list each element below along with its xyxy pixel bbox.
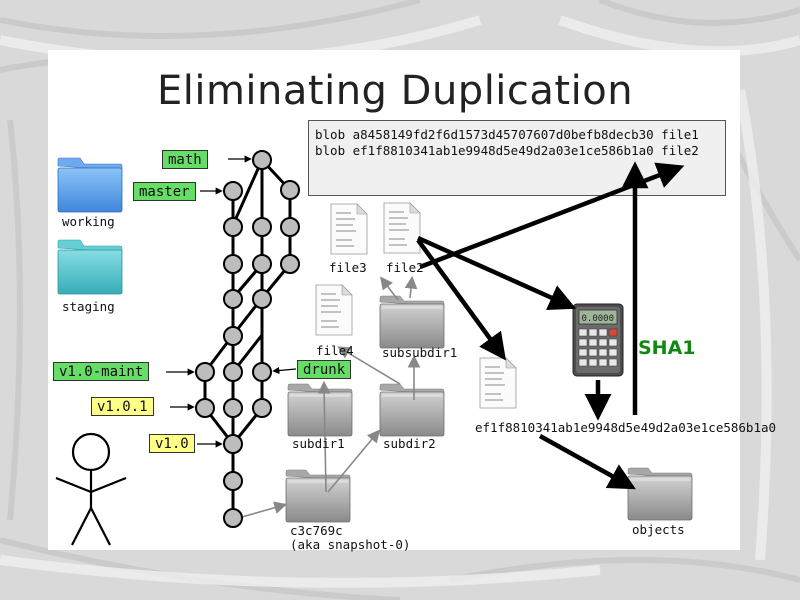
subdir1-folder-icon <box>287 383 353 437</box>
branch-tag-drunk[interactable]: drunk <box>297 360 352 379</box>
commit-node[interactable] <box>280 180 300 200</box>
commit-node[interactable] <box>223 471 243 491</box>
version-tag-v1-0[interactable]: v1.0 <box>149 434 195 453</box>
branch-tag-math[interactable]: math <box>162 150 208 169</box>
calculator-icon: 0.0000 <box>572 303 624 377</box>
staging-label: staging <box>62 299 115 314</box>
working-folder-icon <box>57 157 123 213</box>
subdir2-folder-icon <box>379 383 445 437</box>
blob-line-1: blob a8458149fd2f6d1573d45707607d0befb8d… <box>315 127 699 142</box>
commit-nodes <box>195 150 300 528</box>
branch-label: v1.0-maint <box>59 364 144 380</box>
calculator-display: 0.0000 <box>581 314 614 324</box>
subdir2-label: subdir2 <box>383 436 436 451</box>
hash-label: ef1f8810341ab1e9948d5e49d2a03e1ce586b1a0 <box>475 420 777 435</box>
branch-label: drunk <box>303 362 346 378</box>
ref-arrows <box>166 155 297 448</box>
blob-document-icon <box>479 357 517 409</box>
commit-node[interactable] <box>252 398 272 418</box>
file2-label: file2 <box>386 260 424 275</box>
branch-tag-v1-0-maint[interactable]: v1.0-maint <box>53 362 150 381</box>
objects-label: objects <box>632 522 685 537</box>
commit-node[interactable] <box>280 217 300 237</box>
commit-node[interactable] <box>252 362 272 382</box>
objects-folder-icon <box>627 467 693 521</box>
commit-node[interactable] <box>223 181 243 201</box>
file4-label: file4 <box>316 343 354 358</box>
file3-label: file3 <box>329 260 367 275</box>
slide-title: Eliminating Duplication <box>156 68 634 114</box>
commit-node[interactable] <box>252 217 272 237</box>
version-tag-v1-0-1[interactable]: v1.0.1 <box>91 397 154 416</box>
blob-line-2: blob ef1f8810341ab1e9948d5e49d2a03e1ce58… <box>315 143 699 158</box>
commit-node[interactable] <box>252 150 272 170</box>
commit-node[interactable] <box>280 254 300 274</box>
tree-links <box>241 275 421 518</box>
tag-label: v1.0.1 <box>97 399 148 415</box>
commit-node[interactable] <box>252 254 272 274</box>
commit-node[interactable] <box>223 217 243 237</box>
commit-node[interactable] <box>223 254 243 274</box>
branch-tag-master[interactable]: master <box>133 182 196 201</box>
staging-folder-icon <box>57 239 123 295</box>
file3-document-icon <box>330 203 368 255</box>
file2-document-icon <box>383 202 421 254</box>
user-figure-icon <box>55 432 127 546</box>
branch-label: master <box>139 184 190 200</box>
commit-node[interactable] <box>252 289 272 309</box>
commit-node[interactable] <box>223 289 243 309</box>
commit-node[interactable] <box>223 326 243 346</box>
commit-node[interactable] <box>223 508 243 528</box>
commit-node[interactable] <box>223 434 243 454</box>
snapshot-name-label: c3c769c <box>290 523 343 538</box>
blob-listing: blob a8458149fd2f6d1573d45707607d0befb8d… <box>308 120 726 196</box>
branch-label: math <box>168 152 202 168</box>
hash-flow-arrows <box>416 161 685 490</box>
commit-node[interactable] <box>223 398 243 418</box>
working-label: working <box>62 214 115 229</box>
commit-node[interactable] <box>195 362 215 382</box>
tag-label: v1.0 <box>155 436 189 452</box>
commit-node[interactable] <box>223 362 243 382</box>
subsubdir1-folder-icon <box>379 295 445 349</box>
snapshot-alias-label: (aka snapshot-0) <box>290 537 411 552</box>
file4-document-icon <box>315 284 353 336</box>
subsubdir1-label: subsubdir1 <box>382 345 458 360</box>
commit-node[interactable] <box>195 398 215 418</box>
sha1-label: SHA1 <box>638 337 696 359</box>
commit-graph-edges <box>203 158 292 518</box>
subdir1-label: subdir1 <box>292 436 345 451</box>
